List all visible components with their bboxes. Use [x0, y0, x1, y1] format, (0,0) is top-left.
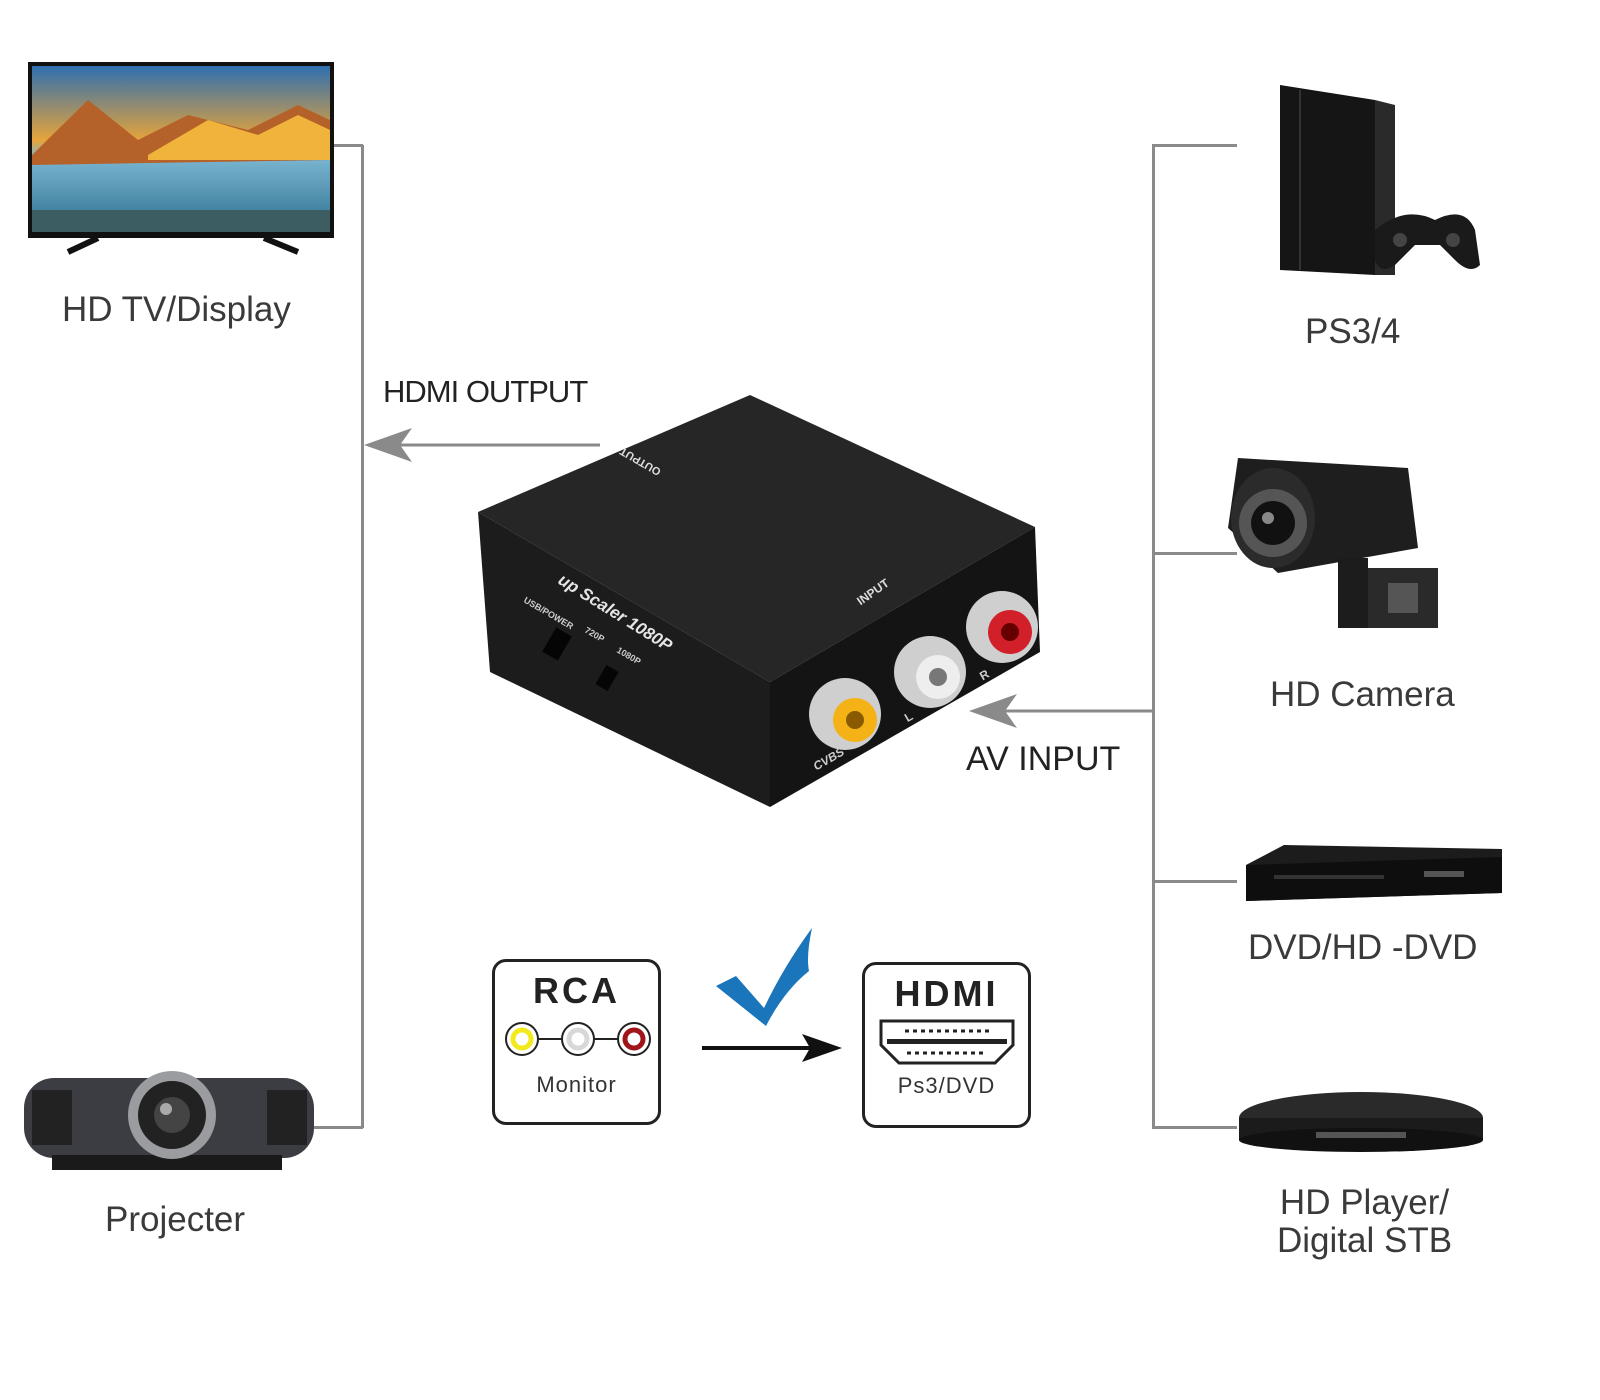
output-label-tv: HD TV/Display	[62, 290, 291, 329]
conversion-arrow-icon	[702, 1034, 842, 1062]
rca-connectors-icon	[504, 1022, 651, 1056]
rca-sub: Monitor	[536, 1072, 617, 1097]
hdmi-title: HDMI	[894, 973, 999, 1014]
av-input-arrow	[969, 694, 1155, 728]
game-console-icon	[1280, 85, 1480, 275]
converter-device	[478, 395, 1040, 807]
hdmi-output-arrow	[364, 428, 600, 462]
input-label-stb: HD Player/ Digital STB	[1277, 1184, 1452, 1260]
projector-icon	[24, 1071, 314, 1170]
hdmi-sub: Ps3/DVD	[897, 1073, 996, 1098]
rca-jack-red	[966, 591, 1038, 663]
input-label-stb-line2: Digital STB	[1277, 1221, 1453, 1260]
input-label-ps: PS3/4	[1305, 312, 1401, 351]
set-top-box-icon	[1239, 1092, 1483, 1152]
rca-jack-yellow	[809, 678, 881, 750]
av-input-label: AV INPUT	[966, 740, 1121, 778]
right-bus-line	[1152, 145, 1155, 1128]
projector-connector	[313, 1126, 363, 1129]
camera-icon	[1228, 458, 1438, 628]
input-label-camera: HD Camera	[1270, 675, 1455, 714]
check-icon	[716, 928, 812, 1026]
input-label-dvd: DVD/HD -DVD	[1248, 928, 1478, 967]
tv-connector	[333, 144, 363, 147]
hdmi-badge: HDMI Ps3/DVD	[862, 962, 1031, 1128]
output-label-projector: Projecter	[105, 1200, 246, 1239]
hdmi-port-icon	[879, 1019, 1014, 1065]
camera-connector	[1152, 552, 1237, 555]
dvd-player-icon	[1246, 845, 1502, 901]
tv-icon	[28, 62, 334, 255]
dvd-connector	[1152, 880, 1237, 883]
left-bus-line	[361, 145, 364, 1128]
hdmi-output-label: HDMI OUTPUT	[383, 374, 588, 409]
stb-connector	[1152, 1126, 1237, 1129]
ps-connector	[1152, 144, 1237, 147]
rca-badge: RCA Monitor	[492, 959, 661, 1125]
input-label-stb-line1: HD Player/	[1279, 1183, 1450, 1222]
rca-jack-white	[894, 636, 966, 708]
rca-title: RCA	[533, 970, 620, 1011]
